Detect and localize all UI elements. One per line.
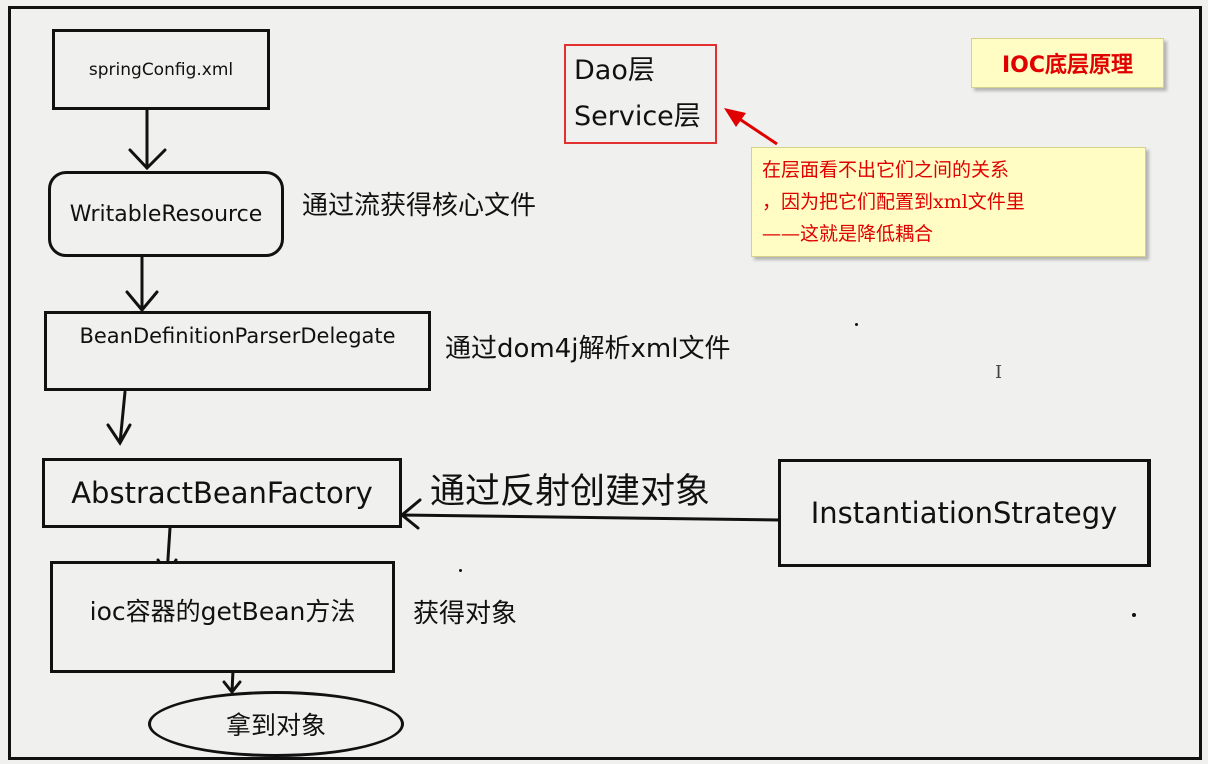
- spring-config-label: springConfig.xml: [88, 59, 234, 80]
- arrow-getbean-to-object: [222, 668, 242, 695]
- bean-def-parser-box: BeanDefinitionParserDelegate: [44, 311, 431, 391]
- writable-resource-box: WritableResource: [48, 171, 284, 257]
- callout-line-3: ——这就是降低耦合: [762, 223, 934, 245]
- bean-def-parser-label: BeanDefinitionParserDelegate: [79, 324, 396, 348]
- text-cursor-icon: I: [995, 362, 1003, 383]
- parse-xml-label: 通过dom4j解析xml文件: [445, 334, 731, 364]
- spring-config-box: springConfig.xml: [52, 29, 270, 110]
- obtain-object-label: 获得对象: [413, 599, 518, 629]
- stray-dot-2: [459, 569, 462, 572]
- callout-line-1: 在层面看不出它们之间的关系: [762, 159, 1010, 181]
- callout-line-2: ，因为把它们配置到xml文件里: [762, 191, 1025, 213]
- ioc-getbean-box: ioc容器的getBean方法: [50, 561, 395, 673]
- stray-dot-1: [855, 323, 858, 326]
- service-layer-label: Service层: [574, 101, 701, 132]
- instantiation-strategy-box: InstantiationStrategy: [778, 459, 1151, 567]
- read-core-file-label: 通过流获得核心文件: [302, 191, 537, 221]
- ioc-getbean-label: ioc容器的getBean方法: [89, 597, 356, 626]
- reflect-create-label: 通过反射创建对象: [430, 472, 711, 512]
- title-note: IOC底层原理: [971, 38, 1164, 88]
- dao-layer-label: Dao层: [574, 55, 655, 86]
- instantiation-strategy-label: InstantiationStrategy: [810, 496, 1118, 530]
- arrow-strategy-to-factory: [399, 498, 782, 530]
- layer-note: Dao层 Service层: [564, 44, 717, 144]
- arrow-config-to-resource: [128, 108, 167, 171]
- abstract-bean-factory-box: AbstractBeanFactory: [42, 458, 402, 528]
- callout-pointer-arrow: [724, 108, 778, 146]
- coupling-callout: 在层面看不出它们之间的关系 ，因为把它们配置到xml文件里 ——这就是降低耦合: [751, 147, 1146, 257]
- get-object-label: 拿到对象: [225, 711, 326, 740]
- get-object-ellipse: 拿到对象: [148, 691, 404, 757]
- writable-resource-label: WritableResource: [69, 201, 263, 227]
- abstract-bean-factory-label: AbstractBeanFactory: [71, 476, 373, 510]
- arrow-resource-to-parser: [125, 254, 159, 313]
- arrow-parser-to-factory: [106, 390, 132, 446]
- stray-dot-3: [1132, 613, 1136, 617]
- title-label: IOC底层原理: [1001, 53, 1134, 78]
